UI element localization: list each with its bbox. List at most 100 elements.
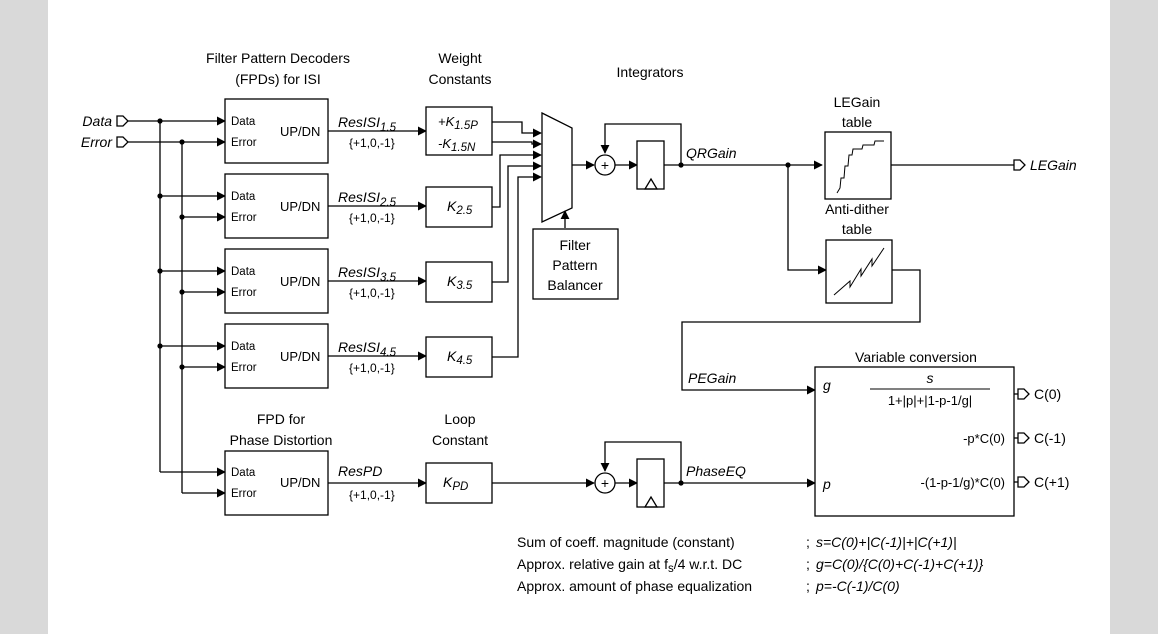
- resisi-4-set: {+1,0,-1}: [349, 361, 395, 375]
- variable-conversion-title: Variable conversion: [855, 349, 977, 365]
- c-plus1-expression: -(1-p-1/g)*C(0): [920, 475, 1005, 490]
- fpd-pd-header-line1: FPD for: [257, 411, 306, 427]
- adder-bottom-symbol: +: [601, 475, 609, 491]
- weight-k15n: -K1.5N: [438, 136, 476, 154]
- qrgain-label: QRGain: [686, 145, 737, 161]
- loop-constant-box: KPD: [425, 462, 493, 504]
- integrators-header: Integrators: [617, 64, 684, 80]
- antidither-table-box: [825, 239, 893, 304]
- left-border-bar: [0, 0, 48, 634]
- resisi-3-label: ResISI3.5: [338, 264, 397, 284]
- loop-header-line1: Loop: [444, 411, 475, 427]
- adder-top-symbol: +: [601, 157, 609, 173]
- fpd-port-error: Error: [231, 137, 257, 149]
- legain-table-line2: table: [842, 114, 873, 130]
- right-border-bar: [1110, 0, 1158, 634]
- input-data-port: [116, 115, 129, 127]
- output-c0-label: C(0): [1034, 386, 1061, 402]
- weight-k45: K4.5: [447, 348, 473, 367]
- output-cm1-port: [1017, 432, 1030, 444]
- fpd-port-error: Error: [231, 488, 257, 500]
- pegain-label: PEGain: [688, 370, 736, 386]
- note-2-sep: ;: [806, 556, 810, 572]
- weight-box-1: +K1.5P -K1.5N: [425, 106, 493, 156]
- note-1-formula: s=C(0)+|C(-1)|+|C(+1)|: [816, 534, 957, 550]
- resisi-4-label: ResISI4.5: [338, 339, 397, 359]
- fpd-output-label: UP/DN: [280, 199, 320, 214]
- fpd-output-label: UP/DN: [280, 124, 320, 139]
- fpd-header-line1: Filter Pattern Decoders: [206, 50, 350, 66]
- fpd-port-data: Data: [231, 266, 256, 278]
- legain-table-line1: LEGain: [834, 94, 881, 110]
- respd-label: ResPD: [338, 463, 382, 479]
- weight-k15p: +K1.5P: [438, 114, 478, 132]
- port-g-label: g: [823, 377, 831, 393]
- fpd-port-error: Error: [231, 287, 257, 299]
- resisi-2-label: ResISI2.5: [338, 189, 397, 209]
- fpd-output-label: UP/DN: [280, 274, 320, 289]
- fpd-box-4: Data Error UP/DN: [224, 323, 329, 389]
- weight-box-3: K3.5: [425, 261, 493, 303]
- c0-denominator: 1+|p|+|1-p-1/g|: [888, 393, 972, 408]
- note-1-desc: Sum of coeff. magnitude (constant): [517, 534, 735, 550]
- note-2-desc: Approx. relative gain at fs/4 w.r.t. DC: [517, 556, 742, 575]
- fpd-port-data: Data: [231, 116, 256, 128]
- output-c0-port: [1017, 388, 1030, 400]
- note-3-formula: p=-C(-1)/C(0): [815, 578, 900, 594]
- balancer-line1: Filter: [559, 237, 590, 253]
- resisi-1-label: ResISI1.5: [338, 114, 397, 134]
- note-3-desc: Approx. amount of phase equalization: [517, 578, 752, 594]
- resisi-2-set: {+1,0,-1}: [349, 211, 395, 225]
- weight-header-line2: Constants: [428, 71, 491, 87]
- fpd-pd-header-line2: Phase Distortion: [230, 432, 333, 448]
- input-error-port: [116, 136, 129, 148]
- balancer-line2: Pattern: [552, 257, 597, 273]
- fpd-box-1: Data Error UP/DN: [224, 98, 329, 164]
- antidither-line2: table: [842, 221, 873, 237]
- phaseeq-label: PhaseEQ: [686, 463, 746, 479]
- fpd-box-2: Data Error UP/DN: [224, 173, 329, 239]
- weight-kpd: KPD: [443, 474, 468, 493]
- input-error-label: Error: [81, 134, 113, 150]
- notes-block: Sum of coeff. magnitude (constant) ; s=C…: [517, 534, 984, 594]
- legain-curve-icon: [836, 140, 884, 194]
- fpd-box-3: Data Error UP/DN: [224, 248, 329, 314]
- fpd-port-data: Data: [231, 467, 256, 479]
- output-legain-label: LEGain: [1030, 157, 1077, 173]
- input-data-label: Data: [82, 113, 112, 129]
- loop-header-line2: Constant: [432, 432, 488, 448]
- weight-k35: K3.5: [447, 273, 473, 292]
- port-p-label: p: [822, 476, 831, 492]
- note-2-formula: g=C(0)/{C(0)+C(-1)+C(+1)}: [816, 556, 984, 572]
- note-3-sep: ;: [806, 578, 810, 594]
- note-1-sep: ;: [806, 534, 810, 550]
- legain-table-box: [824, 131, 892, 200]
- fpd-box-pd: Data Error UP/DN: [224, 450, 329, 516]
- weight-header-line1: Weight: [438, 50, 481, 66]
- weight-box-2: K2.5: [425, 186, 493, 228]
- fpd-port-error: Error: [231, 212, 257, 224]
- resisi-1-set: {+1,0,-1}: [349, 136, 395, 150]
- weight-k25: K2.5: [447, 198, 473, 217]
- antidither-line1: Anti-dither: [825, 201, 889, 217]
- output-legain-port: [1013, 159, 1026, 171]
- bus-junctions: [157, 118, 185, 370]
- balancer-line3: Balancer: [547, 277, 603, 293]
- output-cp1-port: [1017, 476, 1030, 488]
- weight-box-4: K4.5: [425, 336, 493, 378]
- variable-conversion-box: g p s 1+|p|+|1-p-1/g| -p*C(0) -(1-p-1/g)…: [814, 366, 1015, 517]
- output-cp1-label: C(+1): [1034, 474, 1069, 490]
- fpd-output-label: UP/DN: [280, 349, 320, 364]
- pattern-mux: [541, 111, 573, 224]
- delay-register-bottom: [636, 458, 665, 508]
- antidither-sawtooth-icon: [833, 247, 885, 296]
- fpd-port-data: Data: [231, 341, 256, 353]
- fpd-port-data: Data: [231, 191, 256, 203]
- output-cm1-label: C(-1): [1034, 430, 1066, 446]
- filter-pattern-balancer-box: Filter Pattern Balancer: [532, 228, 619, 300]
- c-minus1-expression: -p*C(0): [963, 431, 1005, 446]
- fpd-output-label: UP/DN: [280, 475, 320, 490]
- resisi-3-set: {+1,0,-1}: [349, 286, 395, 300]
